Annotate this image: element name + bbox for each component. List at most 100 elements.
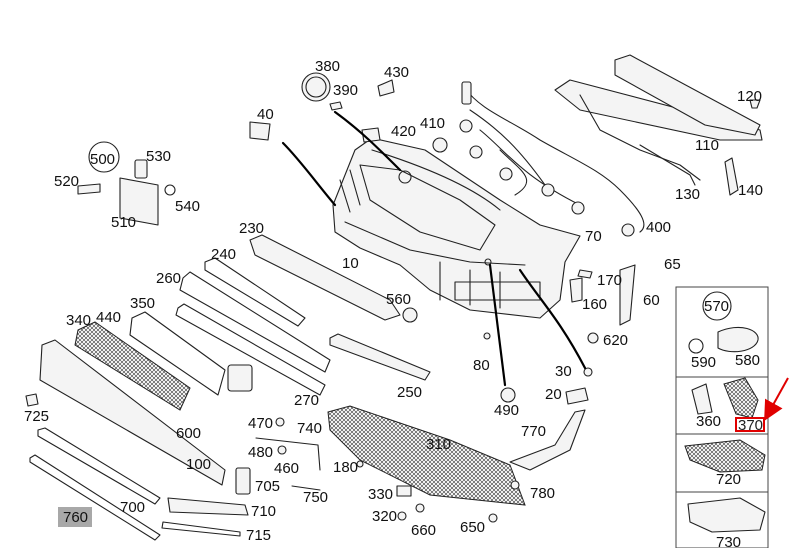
- callout-760: 760: [63, 509, 88, 526]
- strip-740: [255, 437, 321, 471]
- callout-310: 310: [426, 436, 451, 453]
- screw-660: [415, 503, 425, 513]
- callout-460: 460: [274, 460, 299, 477]
- callout-570: 570: [704, 298, 729, 315]
- callout-590: 590: [691, 354, 716, 371]
- part-170: [577, 269, 593, 279]
- group-circle-500: [88, 141, 120, 173]
- callout-330: 330: [368, 486, 393, 503]
- leader-lines: [281, 110, 587, 387]
- callout-270: 270: [294, 392, 319, 409]
- callout-380: 380: [315, 58, 340, 75]
- clip-180: [356, 460, 364, 468]
- callout-710: 710: [251, 503, 276, 520]
- callout-65: 65: [664, 256, 681, 273]
- bracket-430: [377, 79, 395, 97]
- callout-440: 440: [96, 309, 121, 326]
- callout-430: 430: [384, 64, 409, 81]
- callout-750: 750: [303, 489, 328, 506]
- clip-480: [277, 445, 287, 455]
- callout-390: 390: [333, 82, 358, 99]
- callout-520: 520: [54, 173, 79, 190]
- ring-590: [688, 338, 704, 354]
- callout-740: 740: [297, 420, 322, 437]
- lower-grille: [74, 311, 253, 411]
- clip-390: [329, 101, 343, 111]
- callout-260: 260: [156, 270, 181, 287]
- callout-180: 180: [333, 459, 358, 476]
- callout-410: 410: [420, 115, 445, 132]
- callout-100: 100: [186, 456, 211, 473]
- callout-400: 400: [646, 219, 671, 236]
- wiring-harness: [459, 81, 645, 237]
- callout-110: 110: [695, 137, 719, 154]
- callout-730: 730: [716, 534, 741, 548]
- callout-470: 470: [248, 415, 273, 432]
- callout-720: 720: [716, 471, 741, 488]
- impact-beam: [554, 54, 763, 186]
- callout-70: 70: [585, 228, 602, 245]
- callout-250: 250: [397, 384, 422, 401]
- license-plate-bracket: [77, 159, 176, 226]
- screw-320: [397, 511, 407, 521]
- callout-350: 350: [130, 295, 155, 312]
- screw-120: [749, 99, 761, 109]
- highlight-arrow: [764, 377, 789, 421]
- callout-340: 340: [66, 312, 91, 329]
- clip-330: [396, 485, 412, 497]
- frame-370: [723, 377, 759, 419]
- clip-80: [483, 332, 491, 340]
- callout-650: 650: [460, 519, 485, 536]
- callout-40: 40: [257, 106, 274, 123]
- callout-30: 30: [555, 363, 572, 380]
- callout-360: 360: [696, 413, 721, 430]
- callout-370: 370: [738, 417, 763, 434]
- frame-730: [687, 497, 766, 533]
- callout-420: 420: [391, 123, 416, 140]
- callout-580: 580: [735, 352, 760, 369]
- part-160: [569, 277, 583, 303]
- callout-705: 705: [255, 478, 280, 495]
- callout-510: 510: [111, 214, 136, 231]
- screw-780: [510, 480, 520, 490]
- bracket-40: [249, 121, 271, 141]
- cover-360: [691, 383, 713, 415]
- grille-720: [684, 439, 766, 473]
- bracket-60: [619, 264, 636, 326]
- clip-30: [583, 367, 593, 377]
- callout-120: 120: [737, 88, 762, 105]
- callout-480: 480: [248, 444, 273, 461]
- callout-160: 160: [582, 296, 607, 313]
- callout-530: 530: [146, 148, 171, 165]
- nut-620: [587, 332, 599, 344]
- underbody-cover: [327, 405, 526, 506]
- sensor-490: [500, 387, 516, 403]
- clip-560: [402, 307, 418, 323]
- callout-715: 715: [246, 527, 271, 544]
- spoiler-pieces: [25, 339, 251, 541]
- cap-20: [565, 387, 589, 405]
- callout-620: 620: [603, 332, 628, 349]
- callout-700: 700: [120, 499, 145, 516]
- callout-490: 490: [494, 402, 519, 419]
- callout-20: 20: [545, 386, 562, 403]
- side-bracket-140: [724, 157, 739, 196]
- callout-660: 660: [411, 522, 436, 539]
- callout-230: 230: [239, 220, 264, 237]
- callout-770: 770: [521, 423, 546, 440]
- callout-130: 130: [675, 186, 700, 203]
- callout-560: 560: [386, 291, 411, 308]
- highlight-box-370: [735, 417, 765, 432]
- callout-60: 60: [643, 292, 660, 309]
- callout-80: 80: [473, 357, 490, 374]
- callout-725: 725: [24, 408, 49, 425]
- group-circle-570: [702, 291, 732, 321]
- trim-strips: [175, 234, 431, 396]
- callout-320: 320: [372, 508, 397, 525]
- callout-140: 140: [738, 182, 763, 199]
- screw-470: [275, 417, 285, 427]
- callout-780: 780: [530, 485, 555, 502]
- frame-580: [717, 326, 759, 353]
- sensor-410: [432, 137, 448, 153]
